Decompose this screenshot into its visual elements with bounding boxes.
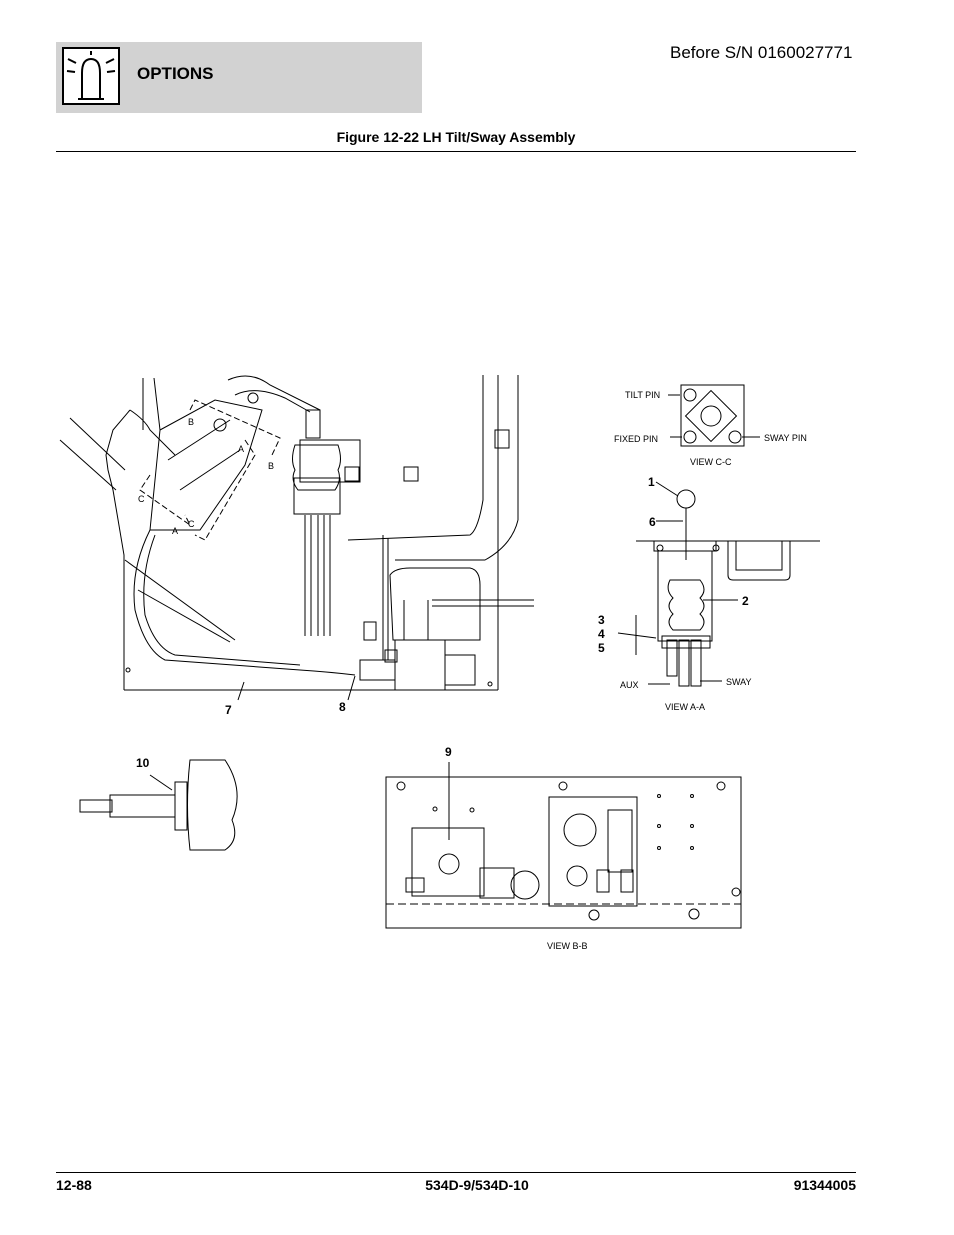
document-number: 91344005 bbox=[793, 1177, 856, 1193]
tilt-pin-label: TILT PIN bbox=[625, 390, 660, 400]
callout-number: 10 bbox=[136, 756, 150, 770]
view-b-b-label: VIEW B-B bbox=[547, 941, 588, 951]
callout-number: 9 bbox=[445, 745, 452, 759]
view-a-a-drawing bbox=[617, 489, 820, 687]
callout-number: 2 bbox=[742, 594, 749, 608]
figure-title: Figure 12-22 LH Tilt/Sway Assembly bbox=[336, 129, 576, 145]
callout-number: 5 bbox=[598, 641, 605, 655]
sway-pin-label: SWAY PIN bbox=[764, 433, 807, 443]
section-letter: B bbox=[268, 461, 274, 471]
section-letter: C bbox=[188, 519, 195, 529]
footer-rule bbox=[56, 1172, 856, 1173]
section-title: OPTIONS bbox=[137, 64, 214, 83]
fixed-pin-label: FIXED PIN bbox=[614, 434, 658, 444]
sway-label: SWAY bbox=[726, 677, 752, 687]
header-rule bbox=[56, 151, 856, 152]
view-c-c-label: VIEW C-C bbox=[690, 457, 732, 467]
callout-number: 4 bbox=[598, 627, 605, 641]
view-c-c-drawing bbox=[668, 384, 760, 447]
section-letter: A bbox=[238, 444, 244, 454]
view-b-b-drawing bbox=[385, 762, 742, 929]
section-letter: C bbox=[138, 494, 145, 504]
model-number: 534D-9/534D-10 bbox=[425, 1177, 529, 1193]
section-letter: A bbox=[172, 526, 178, 536]
beacon-light-icon bbox=[62, 47, 120, 105]
aux-label: AUX bbox=[620, 680, 639, 690]
view-a-a-label: VIEW A-A bbox=[665, 702, 705, 712]
callout-number: 8 bbox=[339, 700, 346, 714]
callout-number: 7 bbox=[225, 703, 232, 717]
cab-main-view bbox=[59, 375, 534, 691]
callout-number: 6 bbox=[649, 515, 656, 529]
page-number: 12-88 bbox=[56, 1177, 92, 1193]
section-letter: B bbox=[188, 417, 194, 427]
callout-number: 3 bbox=[598, 613, 605, 627]
serial-number-note: Before S/N 0160027771 bbox=[670, 43, 853, 62]
callout-number: 1 bbox=[648, 475, 655, 489]
detail-10-drawing bbox=[79, 759, 238, 851]
